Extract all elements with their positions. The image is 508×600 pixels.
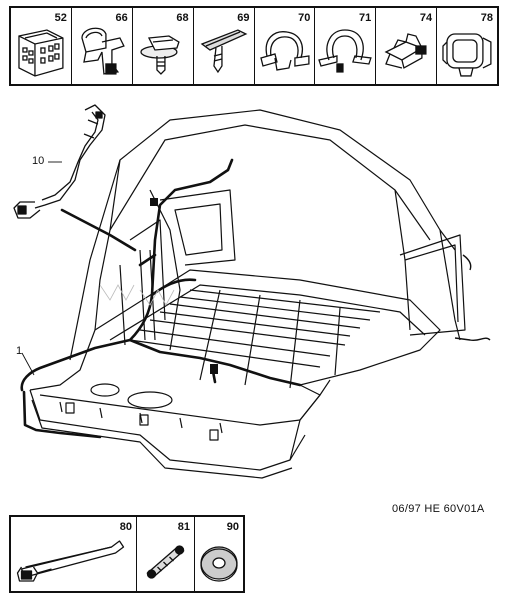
callout-harness-1[interactable]: 1 (16, 345, 23, 357)
part-cell-66[interactable]: 66 (72, 8, 133, 84)
part-cell-78[interactable]: 78 (437, 8, 497, 84)
cable-clip-icon (81, 27, 125, 75)
part-cell-90[interactable]: 90 (195, 517, 243, 591)
part-number: 90 (226, 521, 239, 533)
part-cell-71[interactable]: 71 (315, 8, 377, 84)
part-number: 80 (119, 521, 132, 533)
part-number: 52 (54, 12, 67, 24)
connector-block-icon (18, 29, 64, 77)
part-number: 74 (419, 12, 433, 24)
part-number: 69 (237, 12, 250, 24)
strap-clip-icon (146, 545, 185, 579)
washer-icon (200, 546, 238, 582)
bottom-parts-strip: 80 81 90 (9, 515, 245, 593)
edge-clip-icon (384, 33, 427, 69)
callout-harness-10[interactable]: 10 (32, 155, 45, 167)
part-cell-52[interactable]: 52 (11, 8, 72, 84)
drawing-reference: 06/97 HE 60V01A (392, 503, 485, 515)
rear-floor-harness-diagram (13, 104, 491, 479)
part-number: 70 (298, 12, 311, 24)
grommet-clip-icon (442, 33, 492, 77)
part-number: 78 (480, 12, 493, 24)
part-cell-68[interactable]: 68 (133, 8, 194, 84)
cable-tie-icon (16, 540, 125, 582)
part-cell-80[interactable]: 80 (11, 517, 137, 591)
part-cell-81[interactable]: 81 (137, 517, 195, 591)
saddle-clamp-icon (318, 29, 373, 73)
push-pin-clip-icon (140, 35, 180, 75)
part-number: 81 (177, 521, 190, 533)
part-cell-74[interactable]: 74 (376, 8, 438, 84)
part-number: 71 (359, 12, 372, 24)
part-number: 66 (115, 12, 128, 24)
top-parts-strip: 52 66 68 (9, 6, 499, 86)
part-number: 68 (176, 12, 189, 24)
part-cell-69[interactable]: 69 (194, 8, 255, 84)
part-cell-70[interactable]: 70 (255, 8, 316, 84)
p-clip-icon (259, 31, 310, 71)
tie-wrap-clip-icon (200, 29, 248, 74)
